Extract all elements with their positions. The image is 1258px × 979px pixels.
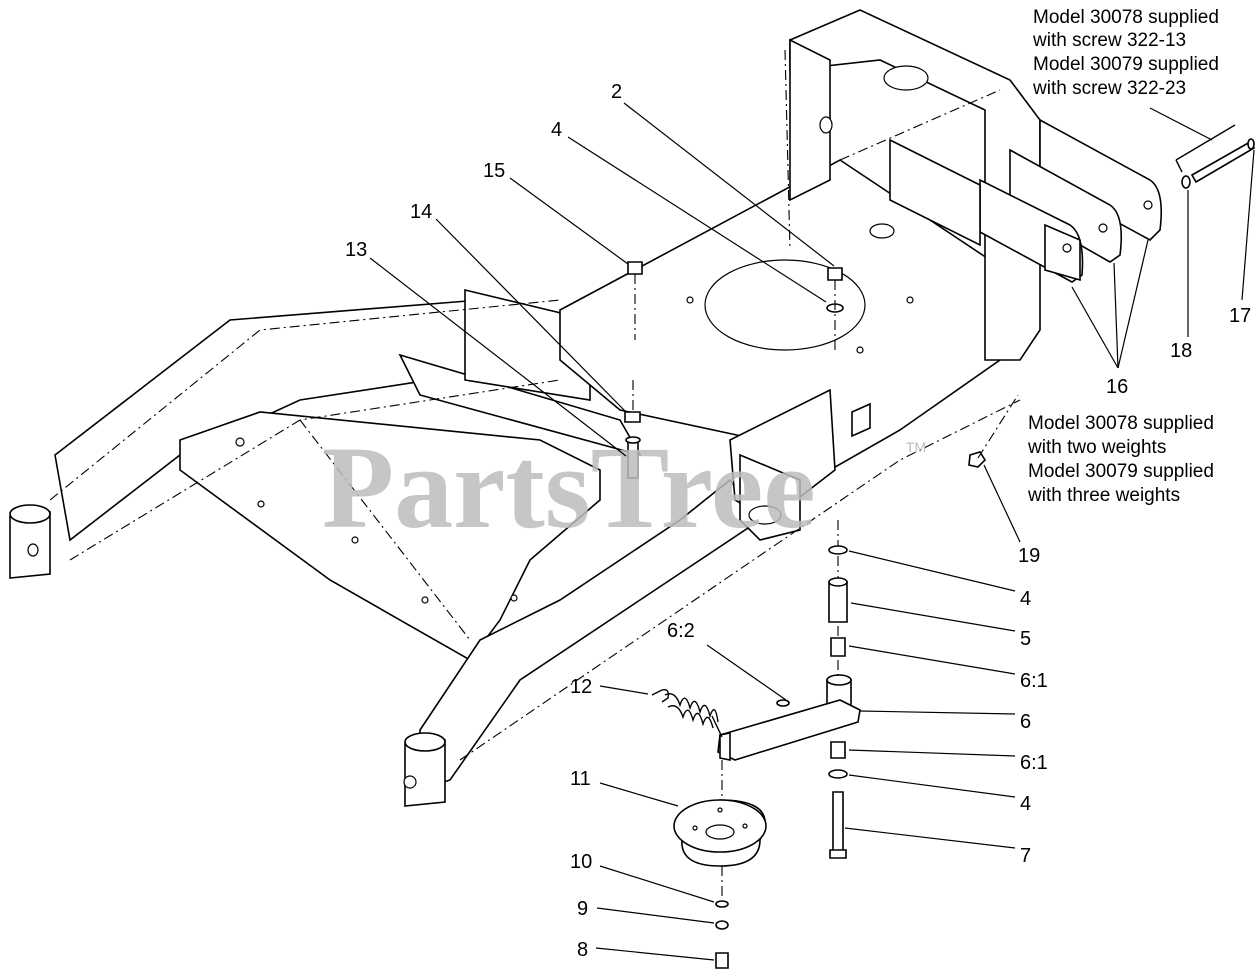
idler-pulley-11 [673, 799, 767, 867]
idler-arm-assembly [717, 520, 861, 859]
callout-6: 6 [1020, 711, 1031, 733]
callout-numbers: 2 4 15 14 13 16 17 18 19 4 5 6:1 6:2 6 1… [345, 81, 1251, 961]
caster-right [403, 732, 446, 807]
callout-4-mid: 4 [1020, 588, 1031, 610]
callout-14: 14 [410, 201, 432, 223]
watermark-trademark: TM [906, 439, 926, 455]
washer-18 [1181, 175, 1191, 189]
screw-note-line-3: Model 30079 supplied [1033, 54, 1219, 75]
spring-12 [651, 688, 723, 738]
callout-4-top: 4 [551, 119, 562, 141]
weights-note-line-2: with two weights [1027, 437, 1166, 458]
callout-15: 15 [483, 160, 505, 182]
top-fasteners [624, 261, 844, 479]
callout-9: 9 [577, 898, 588, 920]
weights-note-line-1: Model 30078 supplied [1028, 413, 1214, 434]
callout-4-bot: 4 [1020, 793, 1031, 815]
weights-note: Model 30078 supplied with two weights Mo… [1027, 413, 1214, 506]
callout-18: 18 [1170, 340, 1192, 362]
callout-17: 17 [1229, 305, 1251, 327]
weights-note-line-4: with three weights [1027, 485, 1180, 506]
screw-note-line-4: with screw 322-23 [1032, 78, 1186, 99]
callout-6-1-bot: 6:1 [1020, 752, 1048, 774]
callout-6-1-top: 6:1 [1020, 670, 1048, 692]
callout-6-2: 6:2 [667, 620, 695, 642]
callout-10: 10 [570, 851, 592, 873]
leader-lines [369, 102, 1255, 961]
weights-note-line-3: Model 30079 supplied [1028, 461, 1214, 482]
main-frame [9, 9, 1041, 807]
callout-19: 19 [1018, 545, 1040, 567]
callout-12: 12 [570, 676, 592, 698]
callout-2: 2 [611, 81, 622, 103]
callout-11: 11 [570, 768, 591, 790]
screw-note-line-2: with screw 322-13 [1032, 30, 1186, 51]
watermark-text: PartsTree [322, 422, 816, 553]
nut-19 [968, 394, 1019, 468]
screw-17 [1175, 124, 1256, 184]
weight-stack [889, 118, 1163, 283]
screw-note: Model 30078 supplied with screw 322-13 M… [1032, 7, 1219, 141]
screw-note-line-1: Model 30078 supplied [1033, 7, 1219, 28]
caster-left [9, 504, 51, 579]
washers-and-bolt [715, 760, 729, 969]
callout-5: 5 [1020, 628, 1031, 650]
callout-13: 13 [345, 239, 367, 261]
callout-8: 8 [577, 939, 588, 961]
callout-16: 16 [1106, 376, 1128, 398]
callout-7: 7 [1020, 845, 1031, 867]
